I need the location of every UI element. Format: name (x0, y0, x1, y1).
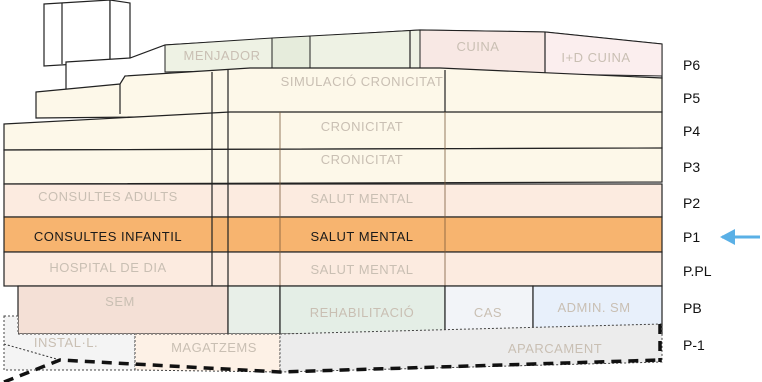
space-label: HOSPITAL DE DIA (49, 260, 166, 275)
space-labels: MENJADOR CUINA I+D CUINA SIMULACIÓ CRONICIT… (34, 39, 630, 356)
space-label: ADMIN. SM (557, 300, 630, 315)
space-label: MENJADOR (184, 48, 261, 63)
level-label-p3: P3 (683, 159, 700, 175)
space-label: SALUT MENTAL (310, 262, 413, 277)
space-label: SIMULACIÓ CRONICITAT (281, 74, 444, 89)
level-label-ppl: P.PL (683, 263, 712, 279)
level-label-p4: P4 (683, 123, 700, 139)
level-label-p6: P6 (683, 57, 700, 73)
floor-band-ppl (3, 251, 663, 287)
space-label: SEM (105, 294, 135, 309)
space-label: CAS (474, 305, 502, 320)
space-label: INSTAL·L. (34, 335, 98, 350)
space-label: CUINA (457, 39, 500, 54)
space-label: APARCAMENT (508, 341, 602, 356)
space-label: I+D CUINA (561, 50, 630, 65)
space-label: CONSULTES ADULTS (38, 189, 178, 204)
level-label-p5: P5 (683, 90, 700, 106)
level-label-pb: PB (683, 300, 702, 316)
level-label-p1: P1 (683, 229, 700, 245)
space-label: CRONICITAT (321, 152, 404, 167)
arrow-left-icon (720, 229, 760, 245)
floor-band-p2 (3, 183, 663, 218)
space-label: CONSULTES INFANTIL (34, 229, 182, 244)
floor-band-p3 (3, 147, 663, 185)
floor-band-p-1 (3, 315, 663, 382)
space-label: SALUT MENTAL (310, 191, 413, 206)
upper-volumes (35, 0, 663, 119)
floor-band-p4 (3, 111, 663, 151)
level-label-p2: P2 (683, 195, 700, 211)
space-label: SALUT MENTAL (310, 229, 413, 244)
level-label-p-1: P-1 (683, 337, 705, 353)
space-label: MAGATZEMS (171, 340, 257, 355)
space-label: CRONICITAT (321, 119, 404, 134)
floor-bands (3, 111, 663, 287)
space-label: REHABILITACIÓ (310, 305, 415, 320)
